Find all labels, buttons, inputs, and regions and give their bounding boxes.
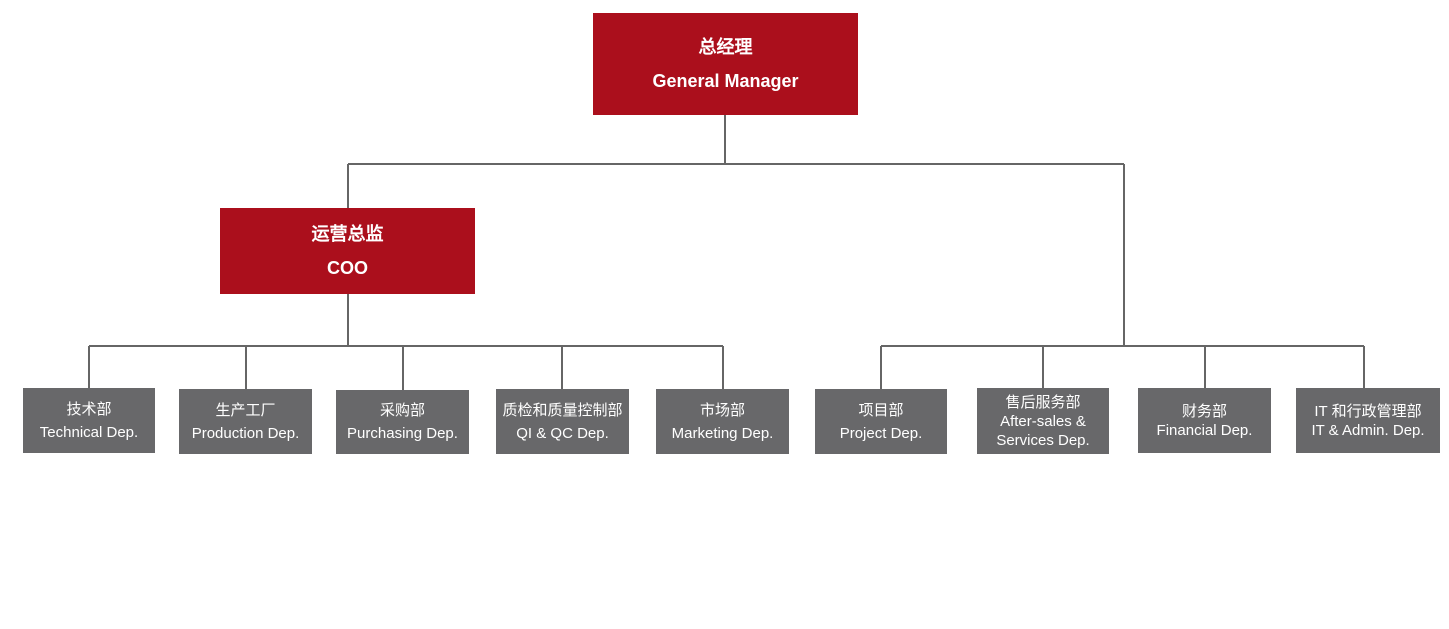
dept-purchasing-cn: 采购部 <box>379 402 425 419</box>
dept-after-sales-en2: Services Dep. <box>996 431 1090 449</box>
dept-marketing-en: Marketing Dep. <box>671 424 774 442</box>
dept-it-admin: IT 和行政管理部 IT & Admin. Dep. <box>1296 388 1440 453</box>
dept-financial-cn: 财务部 <box>1181 402 1227 420</box>
dept-qi-qc: 质检和质量控制部 QI & QC Dep. <box>496 389 629 454</box>
general-manager-en: General Manager <box>652 71 799 91</box>
dept-technical-en: Technical Dep. <box>39 423 139 441</box>
dept-marketing: 市场部 Marketing Dep. <box>656 389 789 454</box>
dept-after-sales: 售后服务部 After-sales & Services Dep. <box>977 388 1109 454</box>
dept-after-sales-cn: 售后服务部 <box>1005 393 1081 411</box>
dept-project: 项目部 Project Dep. <box>815 389 947 454</box>
dept-project-cn: 项目部 <box>858 401 904 419</box>
coo-en: COO <box>326 258 368 278</box>
dept-financial: 财务部 Financial Dep. <box>1138 388 1271 453</box>
dept-technical-cn: 技术部 <box>66 400 112 418</box>
dept-financial-en: Financial Dep. <box>1156 421 1253 439</box>
general-manager-box: 总经理 General Manager <box>593 13 858 115</box>
dept-qi-qc-cn: 质检和质量控制部 <box>502 401 623 419</box>
dept-purchasing-en: Purchasing Dep. <box>347 425 458 442</box>
dept-technical: 技术部 Technical Dep. <box>23 388 155 453</box>
dept-marketing-cn: 市场部 <box>699 401 745 419</box>
coo-cn: 运营总监 <box>311 224 384 244</box>
dept-it-admin-cn: IT 和行政管理部 <box>1314 402 1422 420</box>
dept-after-sales-en: After-sales & <box>1000 412 1086 430</box>
dept-qi-qc-en: QI & QC Dep. <box>516 424 609 442</box>
general-manager-cn: 总经理 <box>698 37 753 57</box>
dept-it-admin-en: IT & Admin. Dep. <box>1311 421 1425 439</box>
coo-box: 运营总监 COO <box>220 208 475 294</box>
dept-production: 生产工厂 Production Dep. <box>179 389 312 454</box>
dept-project-en: Project Dep. <box>839 424 923 442</box>
dept-production-cn: 生产工厂 <box>215 401 276 419</box>
dept-production-en: Production Dep. <box>191 424 300 442</box>
dept-purchasing: 采购部 Purchasing Dep. <box>336 390 469 454</box>
